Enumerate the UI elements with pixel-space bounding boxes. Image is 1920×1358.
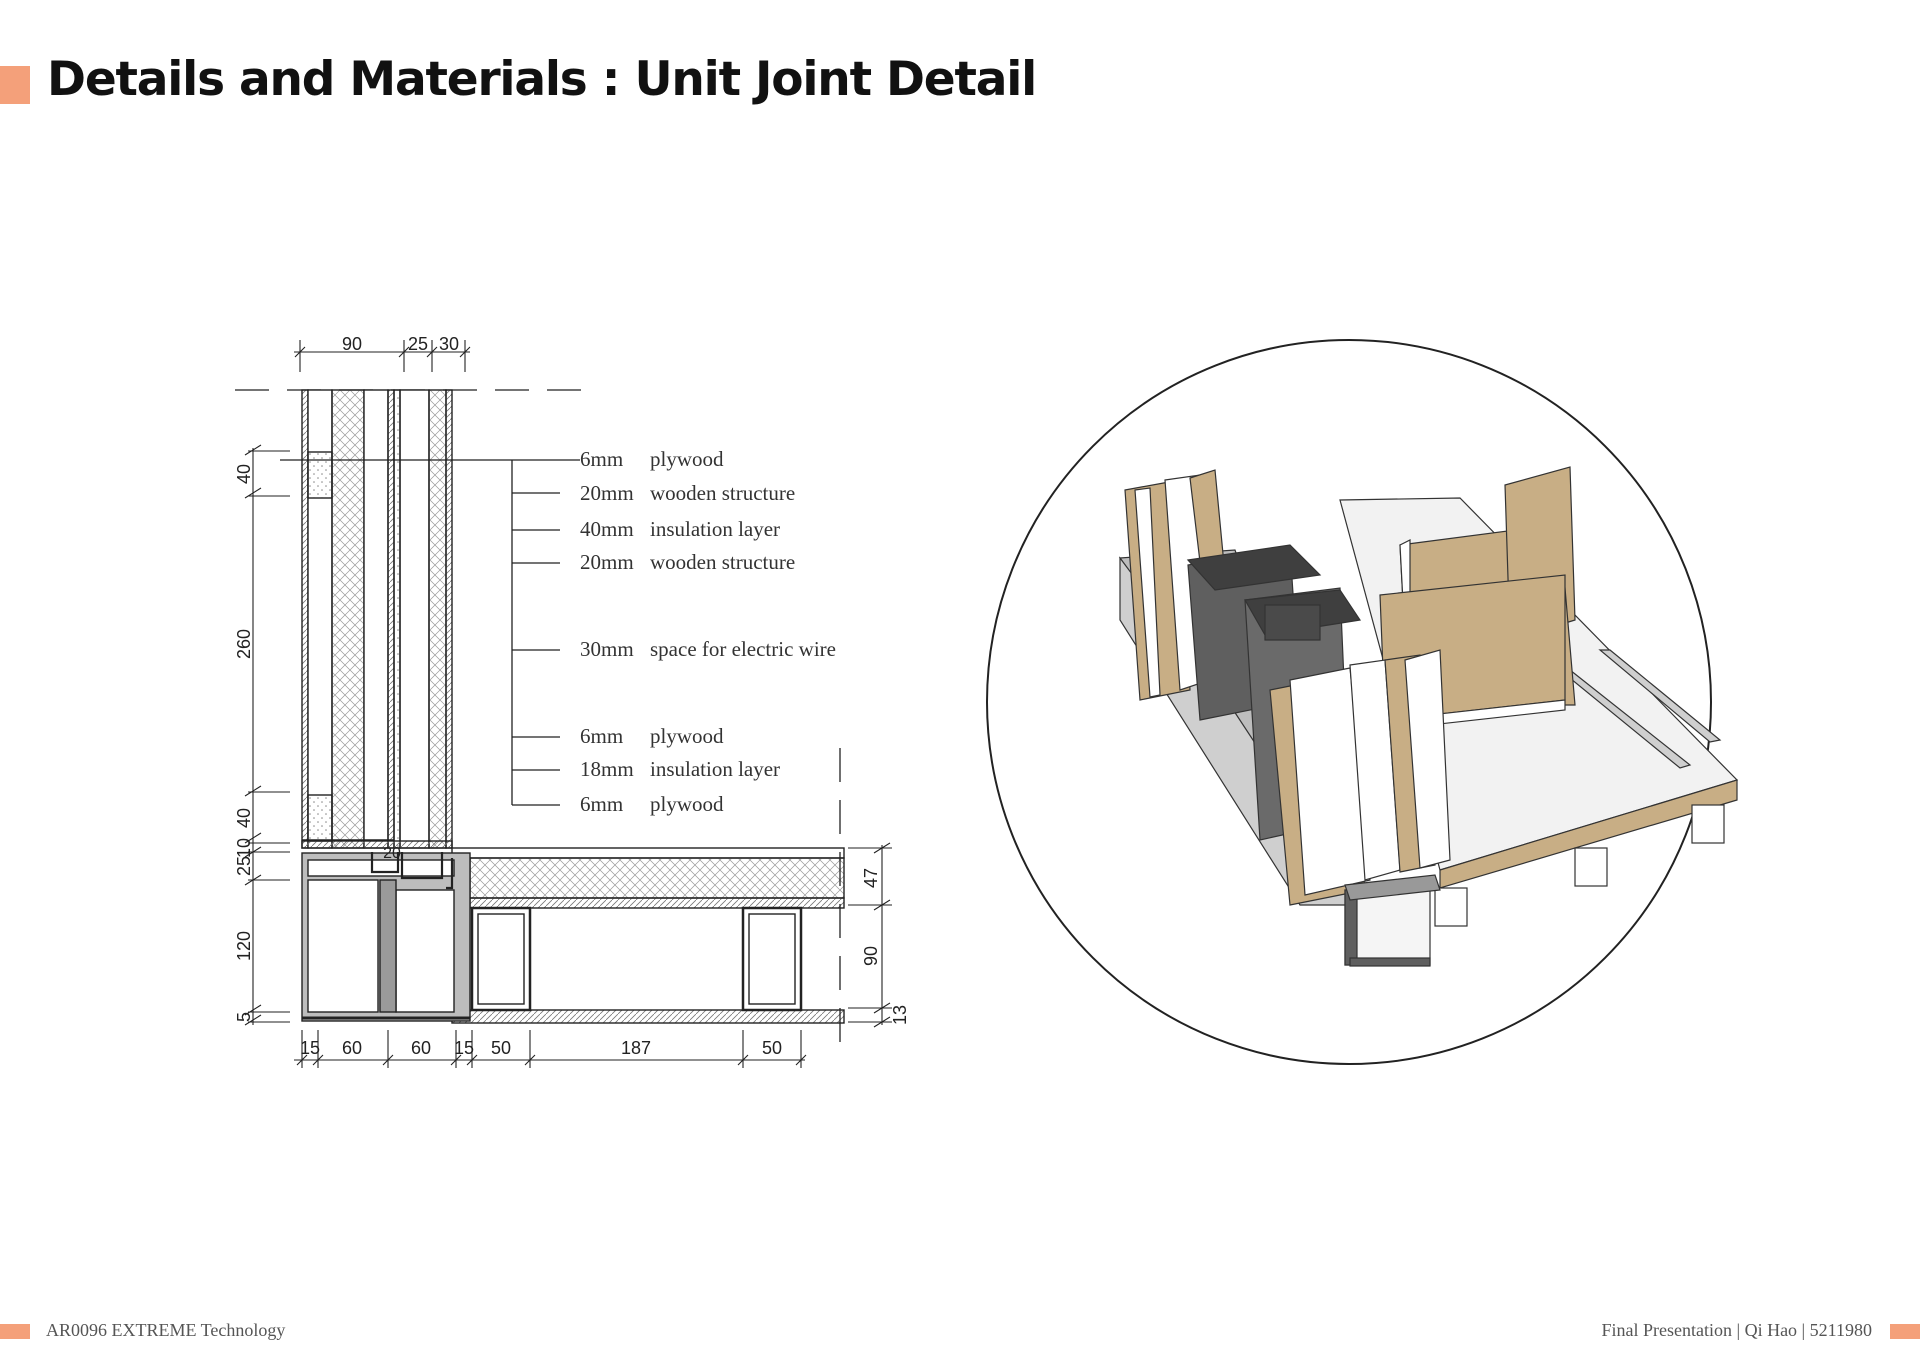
dim-bottom: 15: [454, 1038, 474, 1058]
layer-thickness: 6mm: [580, 447, 623, 471]
footer-accent-mark-right: [1890, 1324, 1920, 1339]
floor-beam-1-inner: [477, 913, 525, 1005]
wall-stud-2: [363, 389, 389, 849]
dim-left: 120: [234, 931, 254, 961]
dim-top: 90: [342, 334, 362, 354]
title-accent-mark: [0, 66, 30, 104]
section-detail: [235, 389, 845, 1055]
steel-frame-left: [307, 879, 379, 1013]
dim-left: 40: [234, 464, 254, 484]
layer-thickness: 40mm: [580, 517, 634, 541]
dim-bottom: 187: [621, 1038, 651, 1058]
layer-material: wooden structure: [650, 481, 795, 505]
wall-insulation-inner: [428, 389, 447, 849]
dim-bottom: 15: [300, 1038, 320, 1058]
dimension-lines: [244, 340, 892, 1068]
wall-wire-space: [399, 389, 430, 849]
wall-plywood-mid: [387, 389, 395, 849]
joint-profile: [370, 852, 454, 890]
layer-labels: 6mm plywood 20mm wooden structure 40mm i…: [580, 447, 836, 816]
footer-credit: Final Presentation | Qi Hao | 5211980: [1601, 1320, 1872, 1340]
stud-block-top: [307, 451, 333, 499]
floor-beam-2-inner: [748, 913, 796, 1005]
steel-web: [379, 879, 397, 1013]
stud-block-bottom: [307, 794, 333, 842]
steel-top-flange: [307, 859, 455, 877]
footer-course: AR0096 EXTREME Technology: [46, 1320, 286, 1340]
wall-plywood-inner: [445, 389, 453, 849]
layer-thickness: 20mm: [580, 550, 634, 574]
layer-thickness: 20mm: [580, 481, 634, 505]
floor-insulation: [469, 857, 845, 899]
dim-bottom: 50: [762, 1038, 782, 1058]
layer-material: plywood: [650, 447, 724, 471]
dim-left: 10: [234, 838, 254, 858]
floor-plywood: [469, 897, 845, 909]
layer-leaders: [280, 459, 580, 806]
dim-bottom: 50: [491, 1038, 511, 1058]
dim-bottom: 60: [411, 1038, 431, 1058]
layer-thickness: 30mm: [580, 637, 634, 661]
dim-left: 25: [234, 856, 254, 876]
page-title: Details and Materials : Unit Joint Detai…: [47, 52, 1037, 107]
layer-material: space for electric wire: [650, 637, 836, 661]
layer-thickness: 6mm: [580, 724, 623, 748]
joint-gap-dim: 20: [383, 845, 401, 862]
unit-joint-axonometric-icon: [1118, 466, 1739, 967]
dim-left: 260: [234, 629, 254, 659]
dim-top: 30: [439, 334, 459, 354]
floor-bottom-board: [451, 1009, 845, 1024]
layer-thickness: 6mm: [580, 792, 623, 816]
layer-material: insulation layer: [650, 517, 780, 541]
dim-right: 47: [861, 868, 881, 888]
axonometric-view: [986, 339, 1739, 1065]
layer-material: insulation layer: [650, 757, 780, 781]
layer-material: plywood: [650, 792, 724, 816]
dim-bottom: 60: [342, 1038, 362, 1058]
dim-left: 40: [234, 808, 254, 828]
wall-insulation: [331, 389, 365, 849]
dim-right: 90: [861, 946, 881, 966]
wall-cavity: [393, 389, 401, 849]
layer-thickness: 18mm: [580, 757, 634, 781]
footer-accent-mark-left: [0, 1324, 30, 1339]
wall-plywood-outer: [301, 389, 309, 849]
dim-left: 5: [234, 1012, 254, 1022]
floor-top-plywood: [451, 847, 845, 859]
dim-top: 25: [408, 334, 428, 354]
steel-frame-right: [395, 889, 455, 1013]
layer-material: wooden structure: [650, 550, 795, 574]
dim-right: 13: [890, 1005, 910, 1025]
layer-material: plywood: [650, 724, 724, 748]
wall-base-plate: [301, 840, 453, 849]
dimension-texts: 90 25 30 40 260 40 10 25 120 5 47 90 13 …: [234, 334, 910, 1058]
